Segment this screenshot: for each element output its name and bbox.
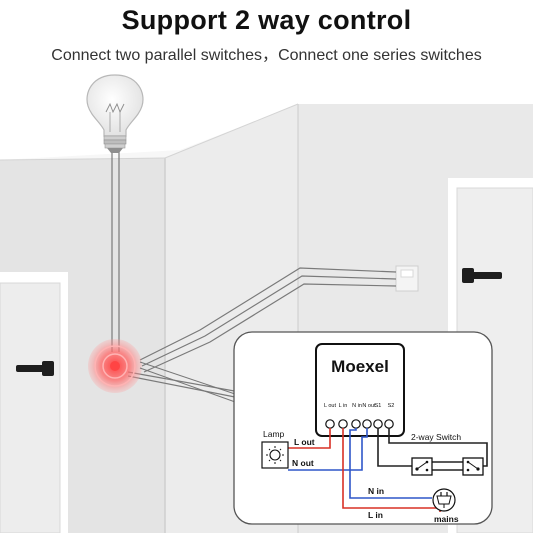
module-terminal-labels: L out L in N in N out S1 S2: [324, 403, 394, 409]
label-l-out: L out: [294, 437, 315, 447]
lamp-icon: [261, 441, 289, 469]
wall-switch: [395, 265, 419, 292]
mains-plug-icon: [432, 488, 456, 512]
lightbulb-icon: [86, 74, 144, 153]
subtitle-parallel: Connect two parallel switches: [51, 47, 263, 64]
terminal-label-lin: L in: [339, 403, 348, 409]
terminal-label-lout: L out: [324, 403, 337, 409]
smart-module: Moexel L out L in N in N out S1 S2: [315, 343, 405, 437]
subtitle-separator: ，: [262, 47, 279, 64]
terminal-label-s1: S1: [375, 403, 382, 409]
two-way-switch-1: [411, 457, 433, 476]
module-location-highlight: [88, 339, 142, 393]
wiring-diagram-panel: Moexel L out L in N in N out S1 S2: [233, 331, 493, 525]
terminal-label-nin: N in: [352, 403, 362, 409]
terminal-label-s2: S2: [388, 403, 395, 409]
left-door-handle: [16, 361, 54, 376]
module-brand: Moexel: [331, 357, 389, 376]
terminal-label-nout: N out: [362, 403, 376, 409]
callout-pointer: [139, 361, 239, 404]
label-lamp: Lamp: [263, 429, 285, 439]
label-n-out: N out: [292, 458, 314, 468]
subtitle-series: Connect one series switches: [278, 47, 482, 64]
label-mains: mains: [434, 514, 459, 524]
right-door-handle: [462, 268, 502, 283]
label-two-way-switch: 2-way Switch: [411, 432, 461, 442]
page-title: Support 2 way control: [121, 5, 412, 35]
label-l-in: L in: [368, 510, 383, 520]
left-door: [0, 272, 68, 533]
label-n-in: N in: [368, 486, 384, 496]
two-way-switch-2: [462, 457, 484, 476]
conduit-wires: [111, 150, 397, 399]
page-subtitle: Connect two parallel switches，Connect on…: [0, 41, 533, 65]
